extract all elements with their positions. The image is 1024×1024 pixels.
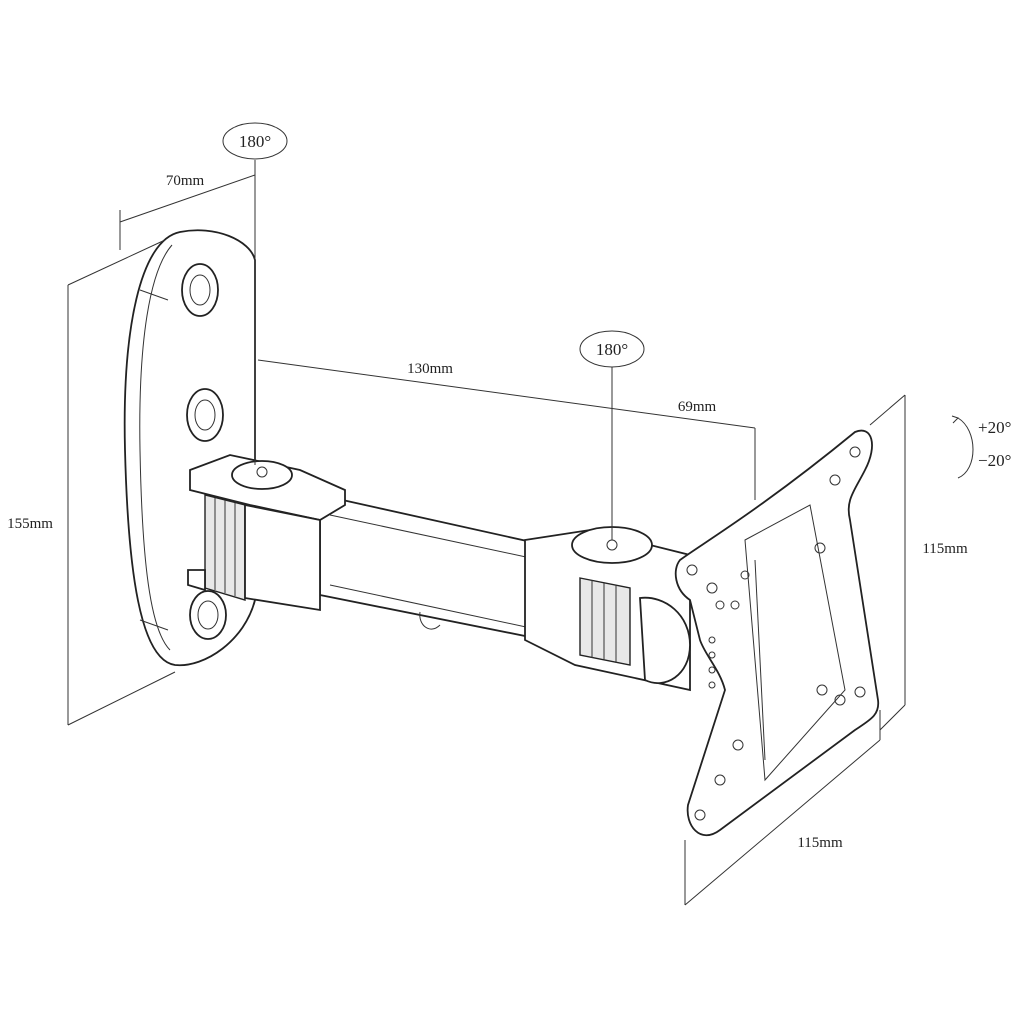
mount-hole: [181, 263, 219, 317]
wall-plate: [123, 229, 256, 666]
vesa-holes: [686, 446, 866, 821]
dimension-lines: [67, 160, 974, 906]
swivel-head-label: 180°: [596, 340, 628, 359]
vesa-plate: [674, 429, 880, 837]
wall-plate-width-label: 70mm: [166, 173, 205, 189]
swing-arm: [187, 454, 691, 692]
mount-hole: [189, 590, 227, 640]
vesa-height-label: 115mm: [922, 541, 968, 557]
wall-plate-height-label: 155mm: [7, 516, 53, 532]
vesa-width-label: 115mm: [797, 835, 843, 851]
swivel-wall-label: 180°: [239, 132, 271, 151]
swivel-wall-callout: 180°: [222, 122, 288, 160]
head-depth-label: 69mm: [678, 399, 717, 415]
arm-length-label: 130mm: [407, 361, 453, 377]
mount-hole: [186, 388, 224, 442]
tilt-down-label: −20°: [978, 451, 1011, 470]
swivel-head-callout: 180°: [579, 330, 645, 368]
tilt-up-label: +20°: [978, 418, 1011, 437]
